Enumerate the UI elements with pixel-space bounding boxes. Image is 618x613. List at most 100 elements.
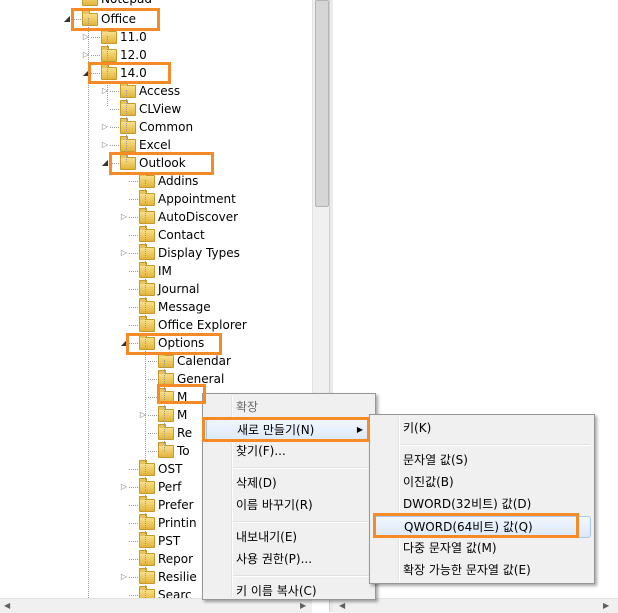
tree-item[interactable]: To <box>0 442 312 460</box>
new-submenu-menu-item[interactable]: 이진값(B) <box>373 472 591 492</box>
tree-item[interactable]: Printin <box>0 514 312 532</box>
folder-icon <box>139 550 155 566</box>
new-submenu: 키(K) 문자열 값(S) 이진값(B) DWORD(32비트) 값(D) QWORD(… <box>369 414 595 584</box>
tree-item-label: Re <box>177 426 193 440</box>
tree-item-label: Appointment <box>158 192 236 206</box>
registry-key-tree[interactable]: Notepad ◢Office▷11.0▷12.0 ◢ 14.0 ▷ AccessCLVi… <box>0 0 312 598</box>
new-submenu-menu-item[interactable]: QWORD(64비트) 값(Q) <box>373 516 591 538</box>
tree-item[interactable]: Notepad <box>0 0 312 8</box>
tree-item-label: Display Types <box>158 246 240 260</box>
tree-item[interactable]: IM <box>0 262 312 280</box>
tree-item[interactable]: Contact <box>0 226 312 244</box>
tree-item[interactable]: ▷11.0 <box>0 28 312 46</box>
tree-item[interactable]: PST <box>0 532 312 550</box>
new-submenu-menu-item[interactable]: 확장 가능한 문자열 값(E) <box>373 560 591 580</box>
context-menu-item[interactable]: 삭제(D) <box>206 473 372 493</box>
expand-arrow-icon[interactable]: ▷ <box>82 50 90 59</box>
tree-item-label: IM <box>158 264 172 278</box>
new-submenu-menu-item[interactable]: 다중 문자열 값(M) <box>373 538 591 558</box>
vertical-scroll-thumb[interactable] <box>315 0 329 207</box>
pane-splitter[interactable] <box>329 0 333 612</box>
expand-arrow-icon[interactable]: ▷ <box>101 86 109 95</box>
menu-item-label: 다중 문자열 값(M) <box>403 541 497 555</box>
tree-item-label: Excel <box>139 138 171 152</box>
values-horizontal-scrollbar[interactable]: ◀ ▶ <box>333 598 618 613</box>
tree-item[interactable]: Searc <box>0 586 312 598</box>
context-menu-item[interactable]: 내보내기(E) <box>206 527 372 547</box>
tree-item[interactable]: Appointment <box>0 190 312 208</box>
scroll-right-icon[interactable]: ▶ <box>603 601 610 610</box>
tree-item[interactable]: ▷ Excel <box>0 136 312 154</box>
tree-item[interactable]: Office Explorer <box>0 316 312 334</box>
collapse-arrow-icon[interactable]: ◢ <box>63 14 71 23</box>
tree-item-label: Contact <box>158 228 205 242</box>
tree-item[interactable]: Journal <box>0 280 312 298</box>
tree-item[interactable]: CLView <box>0 100 312 118</box>
scroll-right-icon[interactable]: ▶ <box>300 601 307 610</box>
menu-item-label: 이름 바꾸기(R) <box>236 498 313 512</box>
tree-item[interactable]: Re <box>0 424 312 442</box>
tree-item[interactable]: Repor <box>0 550 312 568</box>
tree-item[interactable]: ▷ Perf <box>0 478 312 496</box>
menu-item-label: 키(K) <box>403 421 432 435</box>
tree-item[interactable]: ▷M <box>0 406 312 424</box>
tree-connector-line <box>129 487 138 488</box>
tree-item-label: Perf <box>158 480 182 494</box>
scroll-left-icon[interactable]: ◀ <box>4 601 11 610</box>
tree-item[interactable]: ◢Options <box>0 334 312 352</box>
tree-item-label: OST <box>158 462 183 476</box>
collapse-arrow-icon[interactable]: ◢ <box>82 68 90 77</box>
folder-icon <box>139 262 155 278</box>
tree-item-label: Notepad <box>101 0 152 8</box>
tree-item-label: Access <box>139 84 181 98</box>
expand-arrow-icon[interactable]: ▷ <box>120 482 128 491</box>
tree-item[interactable]: ▷AutoDiscover <box>0 208 312 226</box>
tree-item[interactable]: Message <box>0 298 312 316</box>
tree-item[interactable]: ▷Resilie <box>0 568 312 586</box>
context-menu-item[interactable]: 사용 권한(P)... <box>206 549 372 569</box>
tree-item[interactable]: Addins <box>0 172 312 190</box>
collapse-arrow-icon[interactable]: ◢ <box>120 338 128 347</box>
folder-icon <box>158 388 174 404</box>
tree-item-label: PST <box>158 534 181 548</box>
tree-item[interactable]: ▷ Display Types <box>0 244 312 262</box>
scroll-left-icon[interactable]: ◀ <box>339 601 346 610</box>
expand-arrow-icon[interactable]: ▷ <box>101 122 109 131</box>
context-menu-item[interactable]: 이름 바꾸기(R) <box>206 495 372 515</box>
tree-item-label: 14.0 <box>120 66 147 80</box>
context-menu-item[interactable]: 새로 만들기(N)▶ <box>206 419 372 441</box>
expand-arrow-icon[interactable]: ▷ <box>120 572 128 581</box>
new-submenu-menu-item[interactable]: DWORD(32비트) 값(D) <box>373 494 591 514</box>
tree-item-label: Common <box>139 120 194 134</box>
menu-item-label: 키 이름 복사(C) <box>236 584 317 598</box>
menu-item-label: DWORD(32비트) 값(D) <box>403 497 532 511</box>
expand-arrow-icon[interactable]: ▷ <box>120 212 128 221</box>
tree-item[interactable]: ▷12.0 <box>0 46 312 64</box>
tree-connector-line <box>129 307 138 308</box>
new-submenu-menu-item[interactable]: 키(K) <box>373 418 591 438</box>
tree-item[interactable]: ▷ Common <box>0 118 312 136</box>
tree-item[interactable]: ◢Office <box>0 10 312 28</box>
tree-connector-line <box>148 451 157 452</box>
tree-item[interactable]: Calendar <box>0 352 312 370</box>
folder-icon <box>139 334 155 350</box>
tree-item[interactable]: General <box>0 370 312 388</box>
expand-arrow-icon[interactable]: ▷ <box>139 410 147 419</box>
menu-item-label: 문자열 값(S) <box>403 453 468 467</box>
tree-item-label: Calendar <box>177 354 231 368</box>
tree-horizontal-scrollbar[interactable]: ◀ ▶ <box>0 598 312 613</box>
new-submenu-menu-item[interactable]: 문자열 값(S) <box>373 450 591 470</box>
expand-arrow-icon[interactable]: ▷ <box>82 32 90 41</box>
context-menu-item[interactable]: 찾기(F)... <box>206 441 372 461</box>
tree-connector-line <box>129 469 138 470</box>
tree-guide-line <box>126 90 127 162</box>
tree-item[interactable]: ▷ Access <box>0 82 312 100</box>
tree-item[interactable]: OST <box>0 460 312 478</box>
collapse-arrow-icon[interactable]: ◢ <box>101 158 109 167</box>
expand-arrow-icon[interactable]: ▷ <box>101 140 109 149</box>
expand-arrow-icon[interactable]: ▷ <box>120 248 128 257</box>
tree-item[interactable]: Prefer <box>0 496 312 514</box>
tree-item[interactable]: ◢ 14.0 <box>0 64 312 82</box>
context-menu-item[interactable]: 키 이름 복사(C) <box>206 581 372 601</box>
tree-item[interactable]: ◢Outlook <box>0 154 312 172</box>
